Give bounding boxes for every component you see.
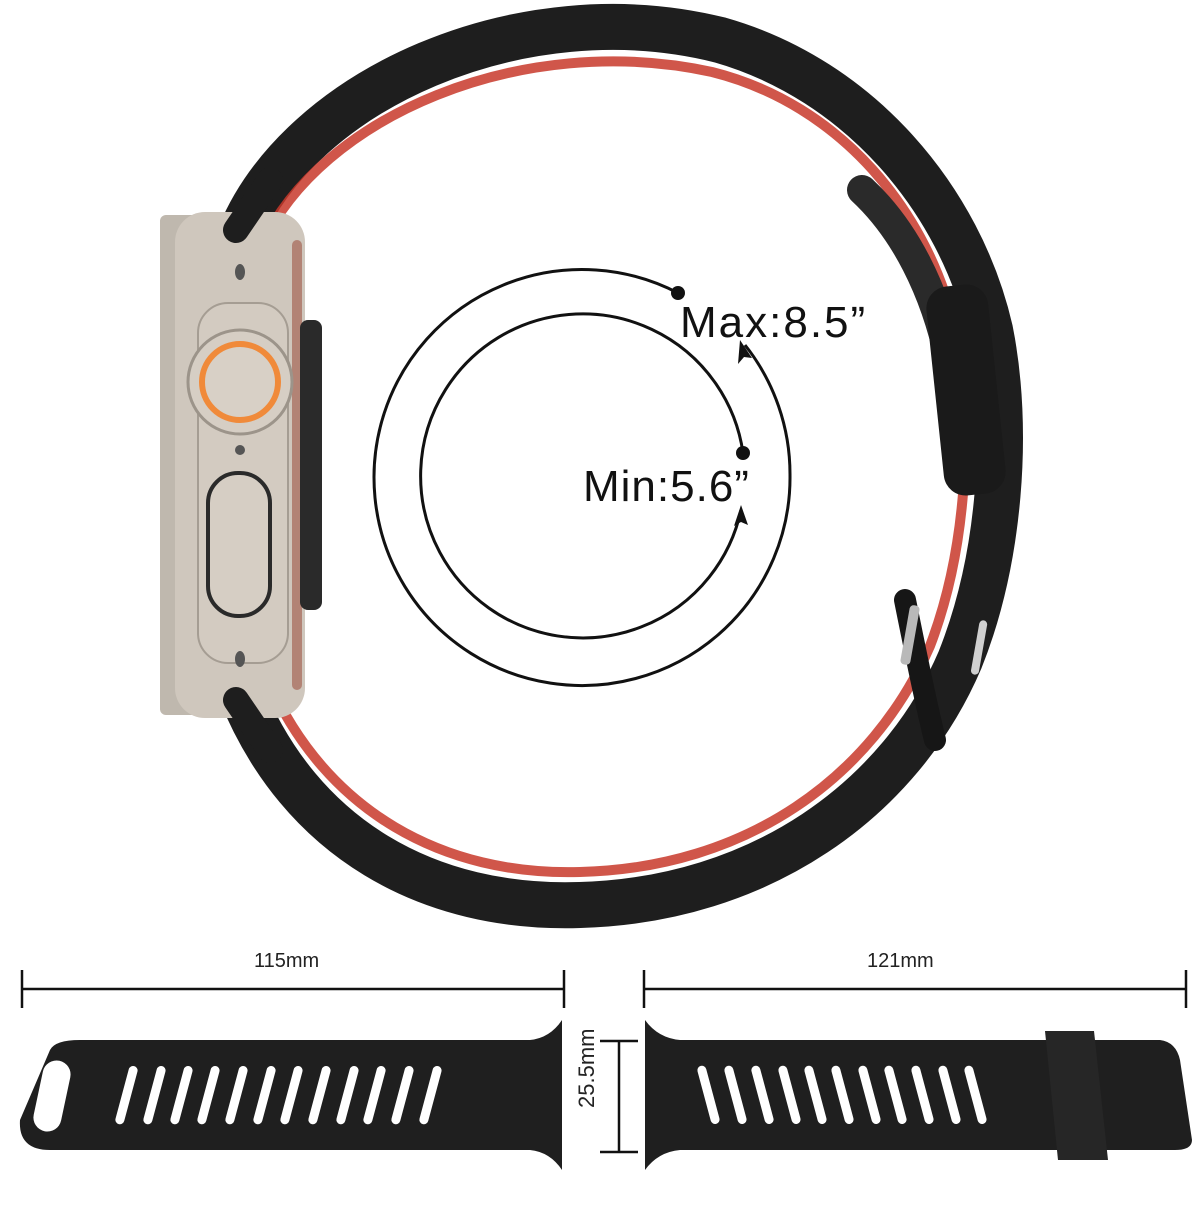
band-loop (217, 4, 1023, 929)
strap-vent-holes (697, 1065, 987, 1125)
long-strap (645, 1020, 1192, 1170)
short-strap-length-label: 115mm (254, 950, 320, 972)
min-marker-dot (736, 446, 750, 460)
size-range-diagram (372, 268, 792, 687)
strap-keeper (926, 284, 1006, 496)
max-size-label: Max:8.5” (680, 298, 868, 347)
buckle-pin-right (971, 620, 988, 675)
strap-keeper-loop (1045, 1031, 1108, 1160)
max-arrowhead-icon (738, 340, 752, 364)
dimension-lines (20, 970, 1188, 1154)
min-size-label: Min:5.6” (583, 462, 750, 511)
short-strap (19, 1020, 563, 1170)
max-circumference-arc (372, 268, 792, 687)
max-marker-dot (671, 286, 685, 300)
side-button (206, 471, 272, 618)
strap-vent-holes (115, 1065, 442, 1125)
strap-width-label: 25.5mm (574, 1028, 599, 1108)
min-arrowhead-icon (734, 505, 748, 526)
long-strap-length-label: 121mm (867, 950, 934, 972)
watch-case (160, 167, 322, 763)
crown-orange-ring (199, 341, 281, 423)
watch-sensor (300, 320, 322, 610)
strap-end-hole (33, 1060, 71, 1132)
buckle-pin (900, 605, 920, 665)
min-circumference-arc (419, 312, 745, 640)
